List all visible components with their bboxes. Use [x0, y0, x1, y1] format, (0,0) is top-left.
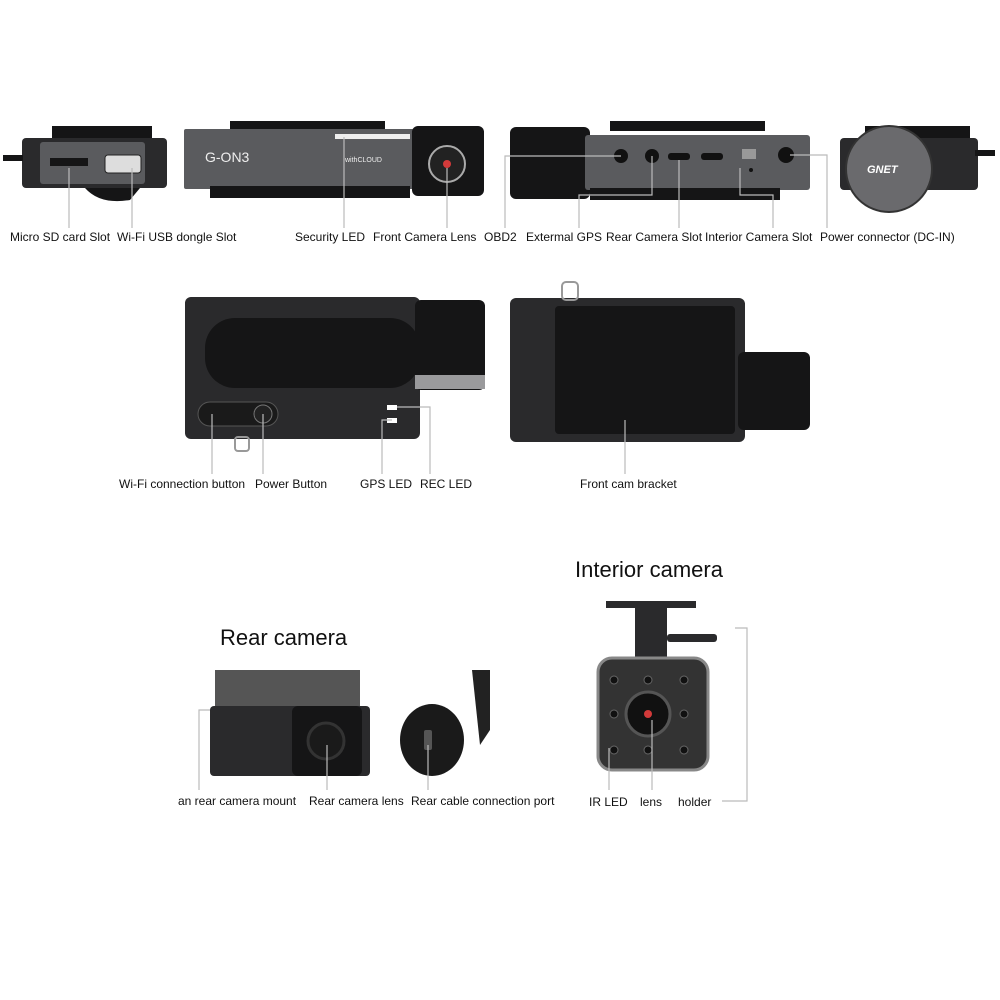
cloud-text: withCLOUD: [344, 157, 382, 164]
middle-labels: Wi-Fi connection button Power Button GPS…: [119, 477, 677, 491]
label-front-camera-lens: Front Camera Lens: [373, 230, 476, 244]
dashcam-rear-view: [510, 121, 810, 200]
label-wifi-usb-dongle-slot: Wi-Fi USB dongle Slot: [117, 230, 237, 244]
dashcam-side-view-left: [3, 126, 167, 202]
micro-sd-slot-icon: [50, 158, 88, 166]
label-rear-cable-port: Rear cable connection port: [411, 794, 555, 808]
dashcam-bottom-view: [510, 281, 810, 442]
rear-camera-title: Rear camera: [220, 625, 348, 650]
label-rear-camera-mount: an rear camera mount: [178, 794, 297, 808]
label-power-connector: Power connector (DC-IN): [820, 230, 955, 244]
interior-camera-title: Interior camera: [575, 557, 724, 582]
gnet-logo: GNET: [867, 164, 899, 176]
label-front-cam-bracket: Front cam bracket: [580, 477, 677, 491]
label-interior-camera-slot: Interior Camera Slot: [705, 230, 813, 244]
label-external-gps: Extermal GPS: [526, 230, 602, 244]
rear-leader-lines: [198, 709, 429, 790]
dashcam-side-view-right: GNET: [840, 125, 995, 213]
interior-leader-lines: [608, 627, 748, 802]
label-lens: lens: [640, 795, 662, 809]
brand-text: G-ON3: [205, 149, 250, 165]
top-leader-lines: [68, 137, 828, 228]
label-wifi-connection-button: Wi-Fi connection button: [119, 477, 245, 491]
label-obd2: OBD2: [484, 230, 517, 244]
dashcam-top-view: [185, 297, 485, 452]
dashcam-front-view: G-ON3 withCLOUD: [184, 121, 484, 198]
label-power-button: Power Button: [255, 477, 327, 491]
label-ir-led: IR LED: [589, 795, 628, 809]
label-rec-led: REC LED: [420, 477, 472, 491]
label-gps-led: GPS LED: [360, 477, 412, 491]
top-labels: Micro SD card Slot Wi-Fi USB dongle Slot…: [10, 230, 955, 244]
usb-slot-icon: [104, 154, 142, 174]
label-rear-camera-slot: Rear Camera Slot: [606, 230, 703, 244]
rear-lens-icon: [306, 721, 346, 761]
label-micro-sd-card-slot: Micro SD card Slot: [10, 230, 111, 244]
rear-camera-device: [210, 670, 370, 776]
label-rear-camera-lens: Rear camera lens: [309, 794, 404, 808]
middle-leader-lines: [211, 406, 626, 474]
interior-camera-device: [596, 601, 717, 772]
label-security-led: Security LED: [295, 230, 365, 244]
rear-camera-side: [400, 670, 490, 776]
label-holder: holder: [678, 795, 711, 809]
